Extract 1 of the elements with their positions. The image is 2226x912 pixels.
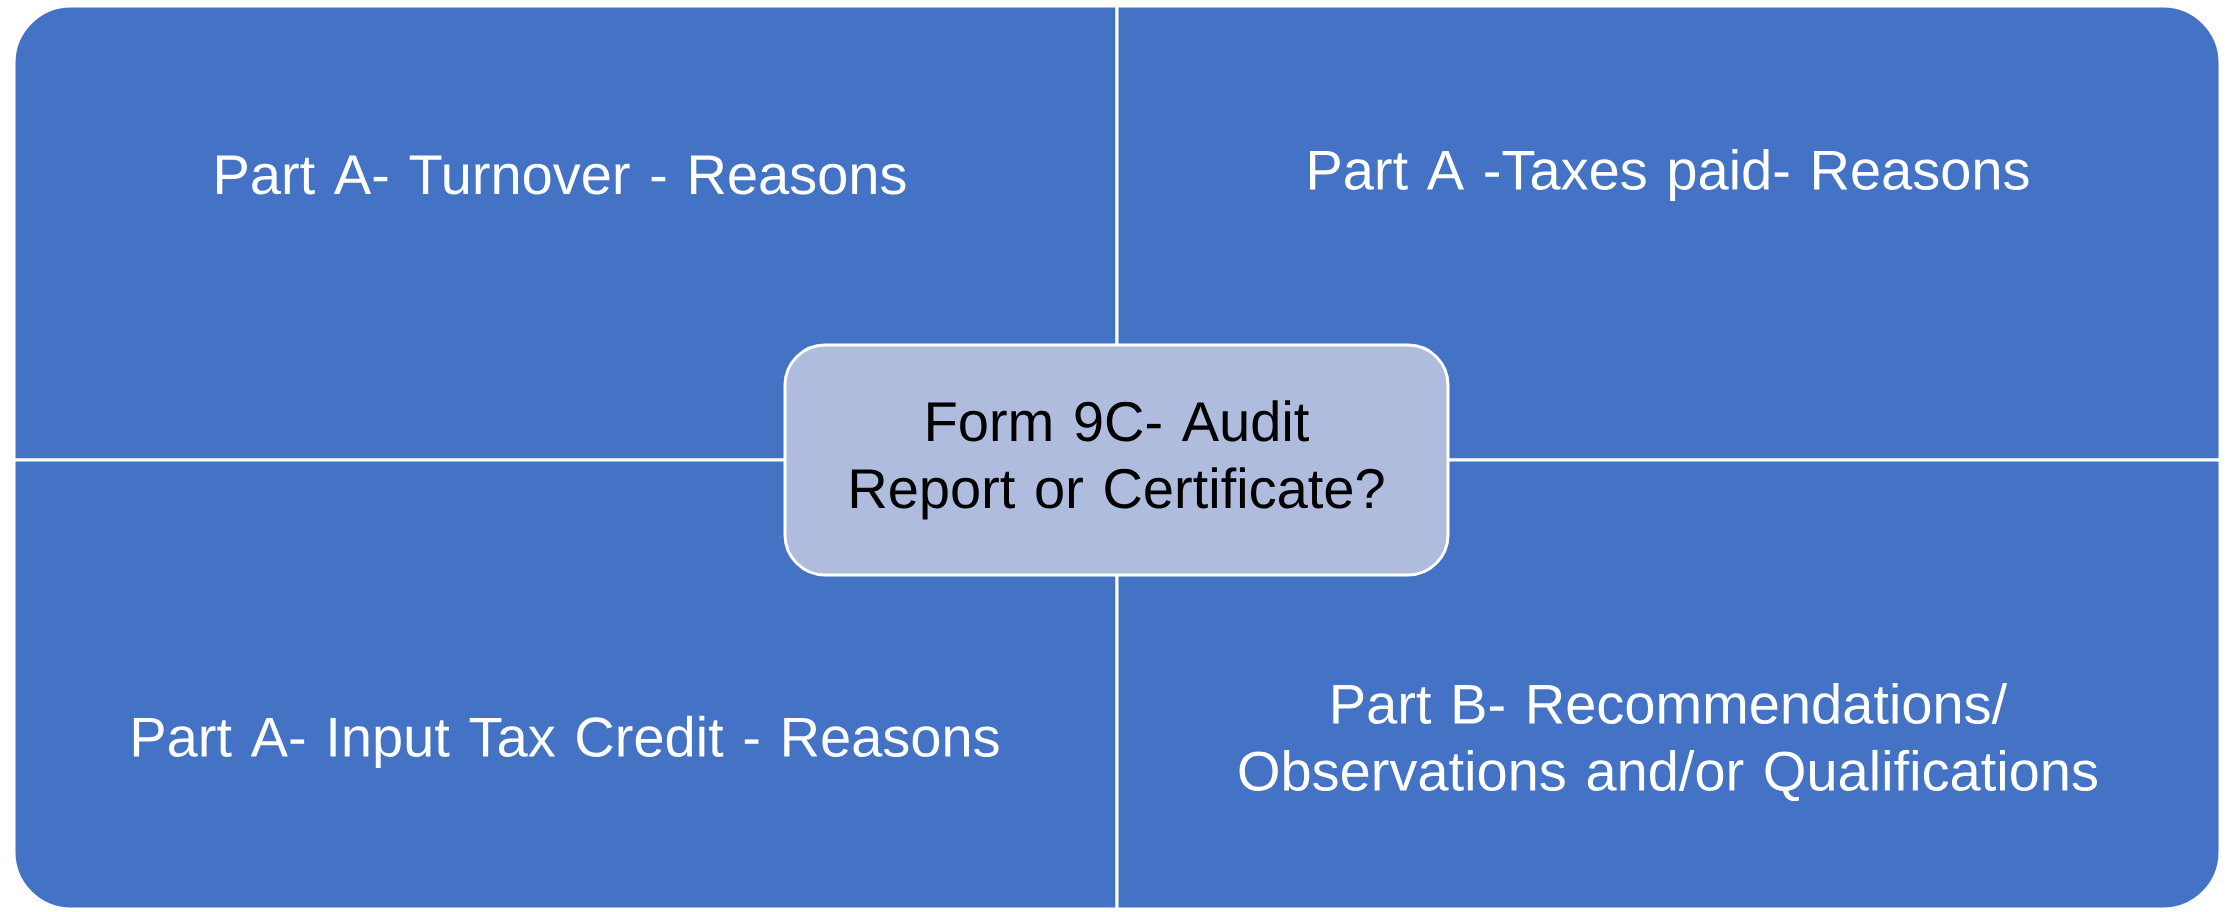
center-box: Form 9C- Audit Report or Certificate? [783,343,1450,577]
